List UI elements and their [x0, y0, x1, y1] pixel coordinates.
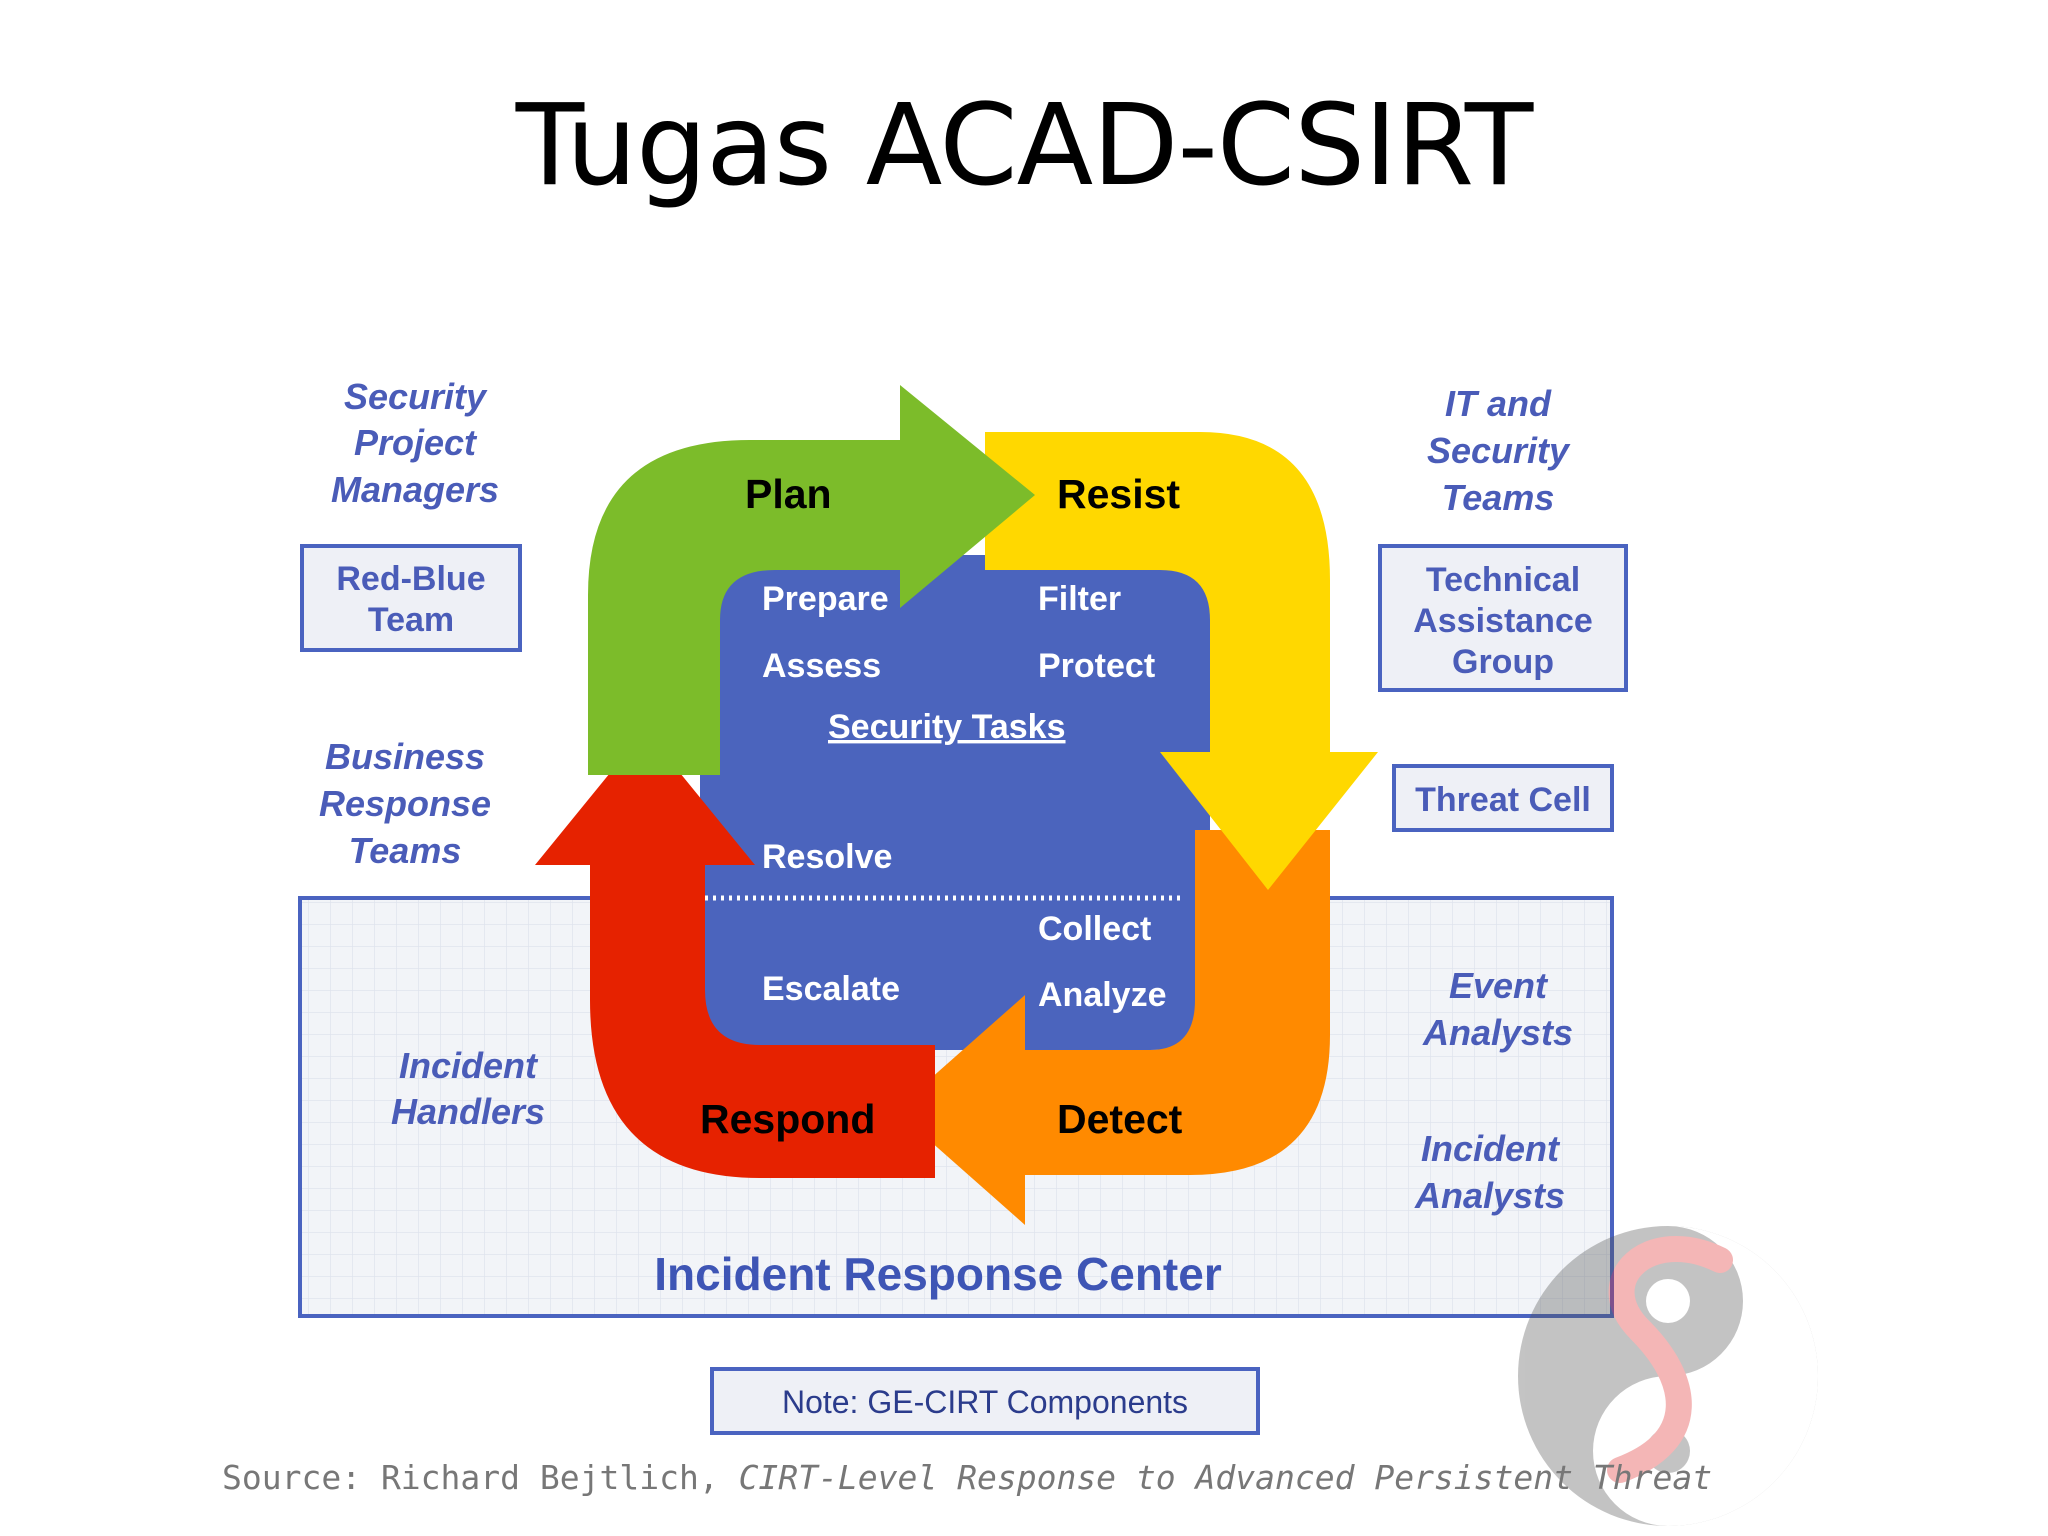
- role-security-project-managers: Security Project Managers: [331, 376, 499, 510]
- role-it-security-teams: IT and Security Teams: [1427, 383, 1571, 518]
- task-collect: Collect: [1038, 910, 1151, 948]
- threat-cell-box: [1392, 764, 1614, 832]
- role-incident-analysts: Incident Analysts: [1414, 1128, 1565, 1216]
- slide-title: Tugas ACAD-CSIRT: [515, 81, 1534, 211]
- task-prepare: Prepare: [762, 580, 889, 618]
- svg-text:Business: Business: [325, 736, 485, 777]
- source-prefix: Source: Richard Bejtlich,: [222, 1458, 739, 1497]
- red-blue-team-label: Red-Blue: [336, 560, 485, 598]
- svg-text:Security: Security: [344, 376, 488, 417]
- red-blue-team-box: [300, 544, 522, 652]
- role-incident-handlers: Incident Handlers: [391, 1045, 545, 1132]
- phase-respond: Respond: [700, 1096, 875, 1142]
- role-event-analysts: Event Analysts: [1422, 965, 1573, 1053]
- task-filter: Filter: [1038, 580, 1121, 618]
- incident-response-center-label: Incident Response Center: [654, 1248, 1222, 1300]
- security-tasks-core: [700, 555, 1210, 1050]
- svg-text:IT and: IT and: [1445, 383, 1552, 424]
- task-analyze: Analyze: [1038, 976, 1167, 1014]
- phase-detect: Detect: [1057, 1096, 1183, 1142]
- technical-assistance-label-3: Group: [1452, 643, 1554, 681]
- svg-text:Teams: Teams: [349, 830, 462, 871]
- svg-text:Incident: Incident: [1421, 1128, 1561, 1169]
- source-title: CIRT-Level Response to Advanced Persiste…: [739, 1458, 1713, 1497]
- threat-cell-label: Threat Cell: [1415, 781, 1591, 819]
- note-label: Note: GE-CIRT Components: [782, 1384, 1188, 1420]
- svg-text:Handlers: Handlers: [391, 1091, 545, 1132]
- task-security-tasks: Security Tasks: [828, 708, 1066, 746]
- svg-text:Event: Event: [1449, 965, 1549, 1006]
- note-box: [710, 1367, 1260, 1435]
- task-protect: Protect: [1038, 647, 1155, 685]
- svg-text:Analysts: Analysts: [1422, 1012, 1573, 1053]
- svg-text:Security: Security: [1427, 430, 1571, 471]
- task-resolve: Resolve: [762, 838, 892, 876]
- technical-assistance-group-box: [1378, 544, 1628, 692]
- svg-text:Analysts: Analysts: [1414, 1175, 1565, 1216]
- task-assess: Assess: [762, 647, 881, 685]
- task-escalate: Escalate: [762, 970, 900, 1008]
- svg-text:Incident: Incident: [399, 1045, 539, 1086]
- technical-assistance-label-2: Assistance: [1413, 602, 1593, 640]
- svg-text:Project: Project: [354, 422, 478, 463]
- red-blue-team-label-2: Team: [368, 601, 454, 639]
- phase-resist: Resist: [1057, 471, 1180, 517]
- logo-watermark: [1518, 1226, 1818, 1526]
- source-citation: Source: Richard Bejtlich, CIRT-Level Res…: [222, 1458, 1712, 1497]
- svg-text:Managers: Managers: [331, 469, 499, 510]
- respond-arrow: [535, 730, 935, 1178]
- phase-plan: Plan: [745, 471, 832, 517]
- svg-text:Response: Response: [319, 783, 491, 824]
- detect-arrow: [895, 830, 1330, 1225]
- role-business-response-teams: Business Response Teams: [319, 736, 491, 871]
- svg-text:Teams: Teams: [1442, 477, 1555, 518]
- plan-arrow: [588, 385, 1035, 775]
- technical-assistance-label: Technical: [1426, 561, 1580, 599]
- resist-arrow: [985, 432, 1378, 890]
